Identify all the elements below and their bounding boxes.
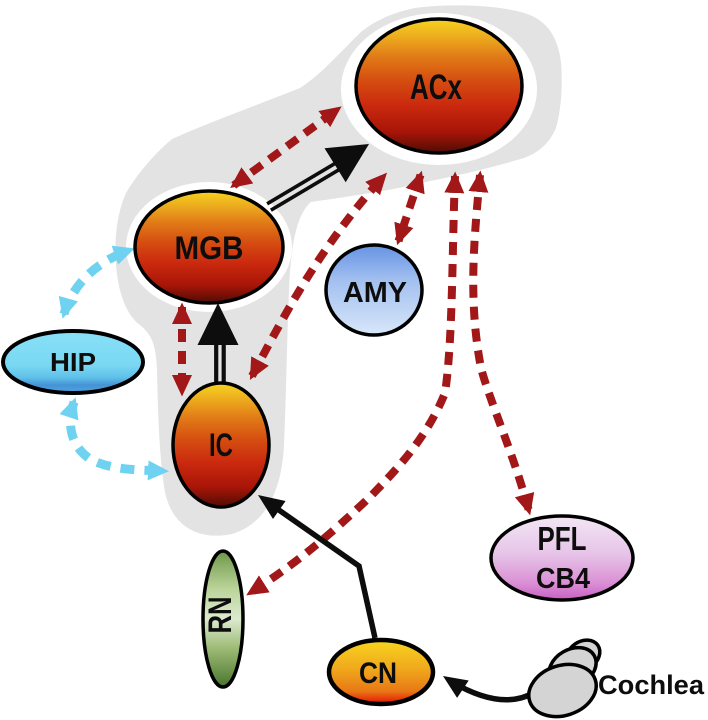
svg-text:Cochlea: Cochlea [598, 670, 705, 700]
svg-text:IC: IC [209, 427, 233, 463]
svg-text:PFL: PFL [538, 520, 587, 557]
svg-text:AMY: AMY [343, 277, 407, 309]
svg-text:MGB: MGB [175, 230, 244, 266]
svg-text:HIP: HIP [50, 347, 96, 377]
svg-text:CB4: CB4 [536, 563, 590, 595]
svg-text:CN: CN [359, 657, 397, 690]
svg-text:RN: RN [202, 597, 238, 634]
svg-text:ACx: ACx [410, 68, 462, 107]
